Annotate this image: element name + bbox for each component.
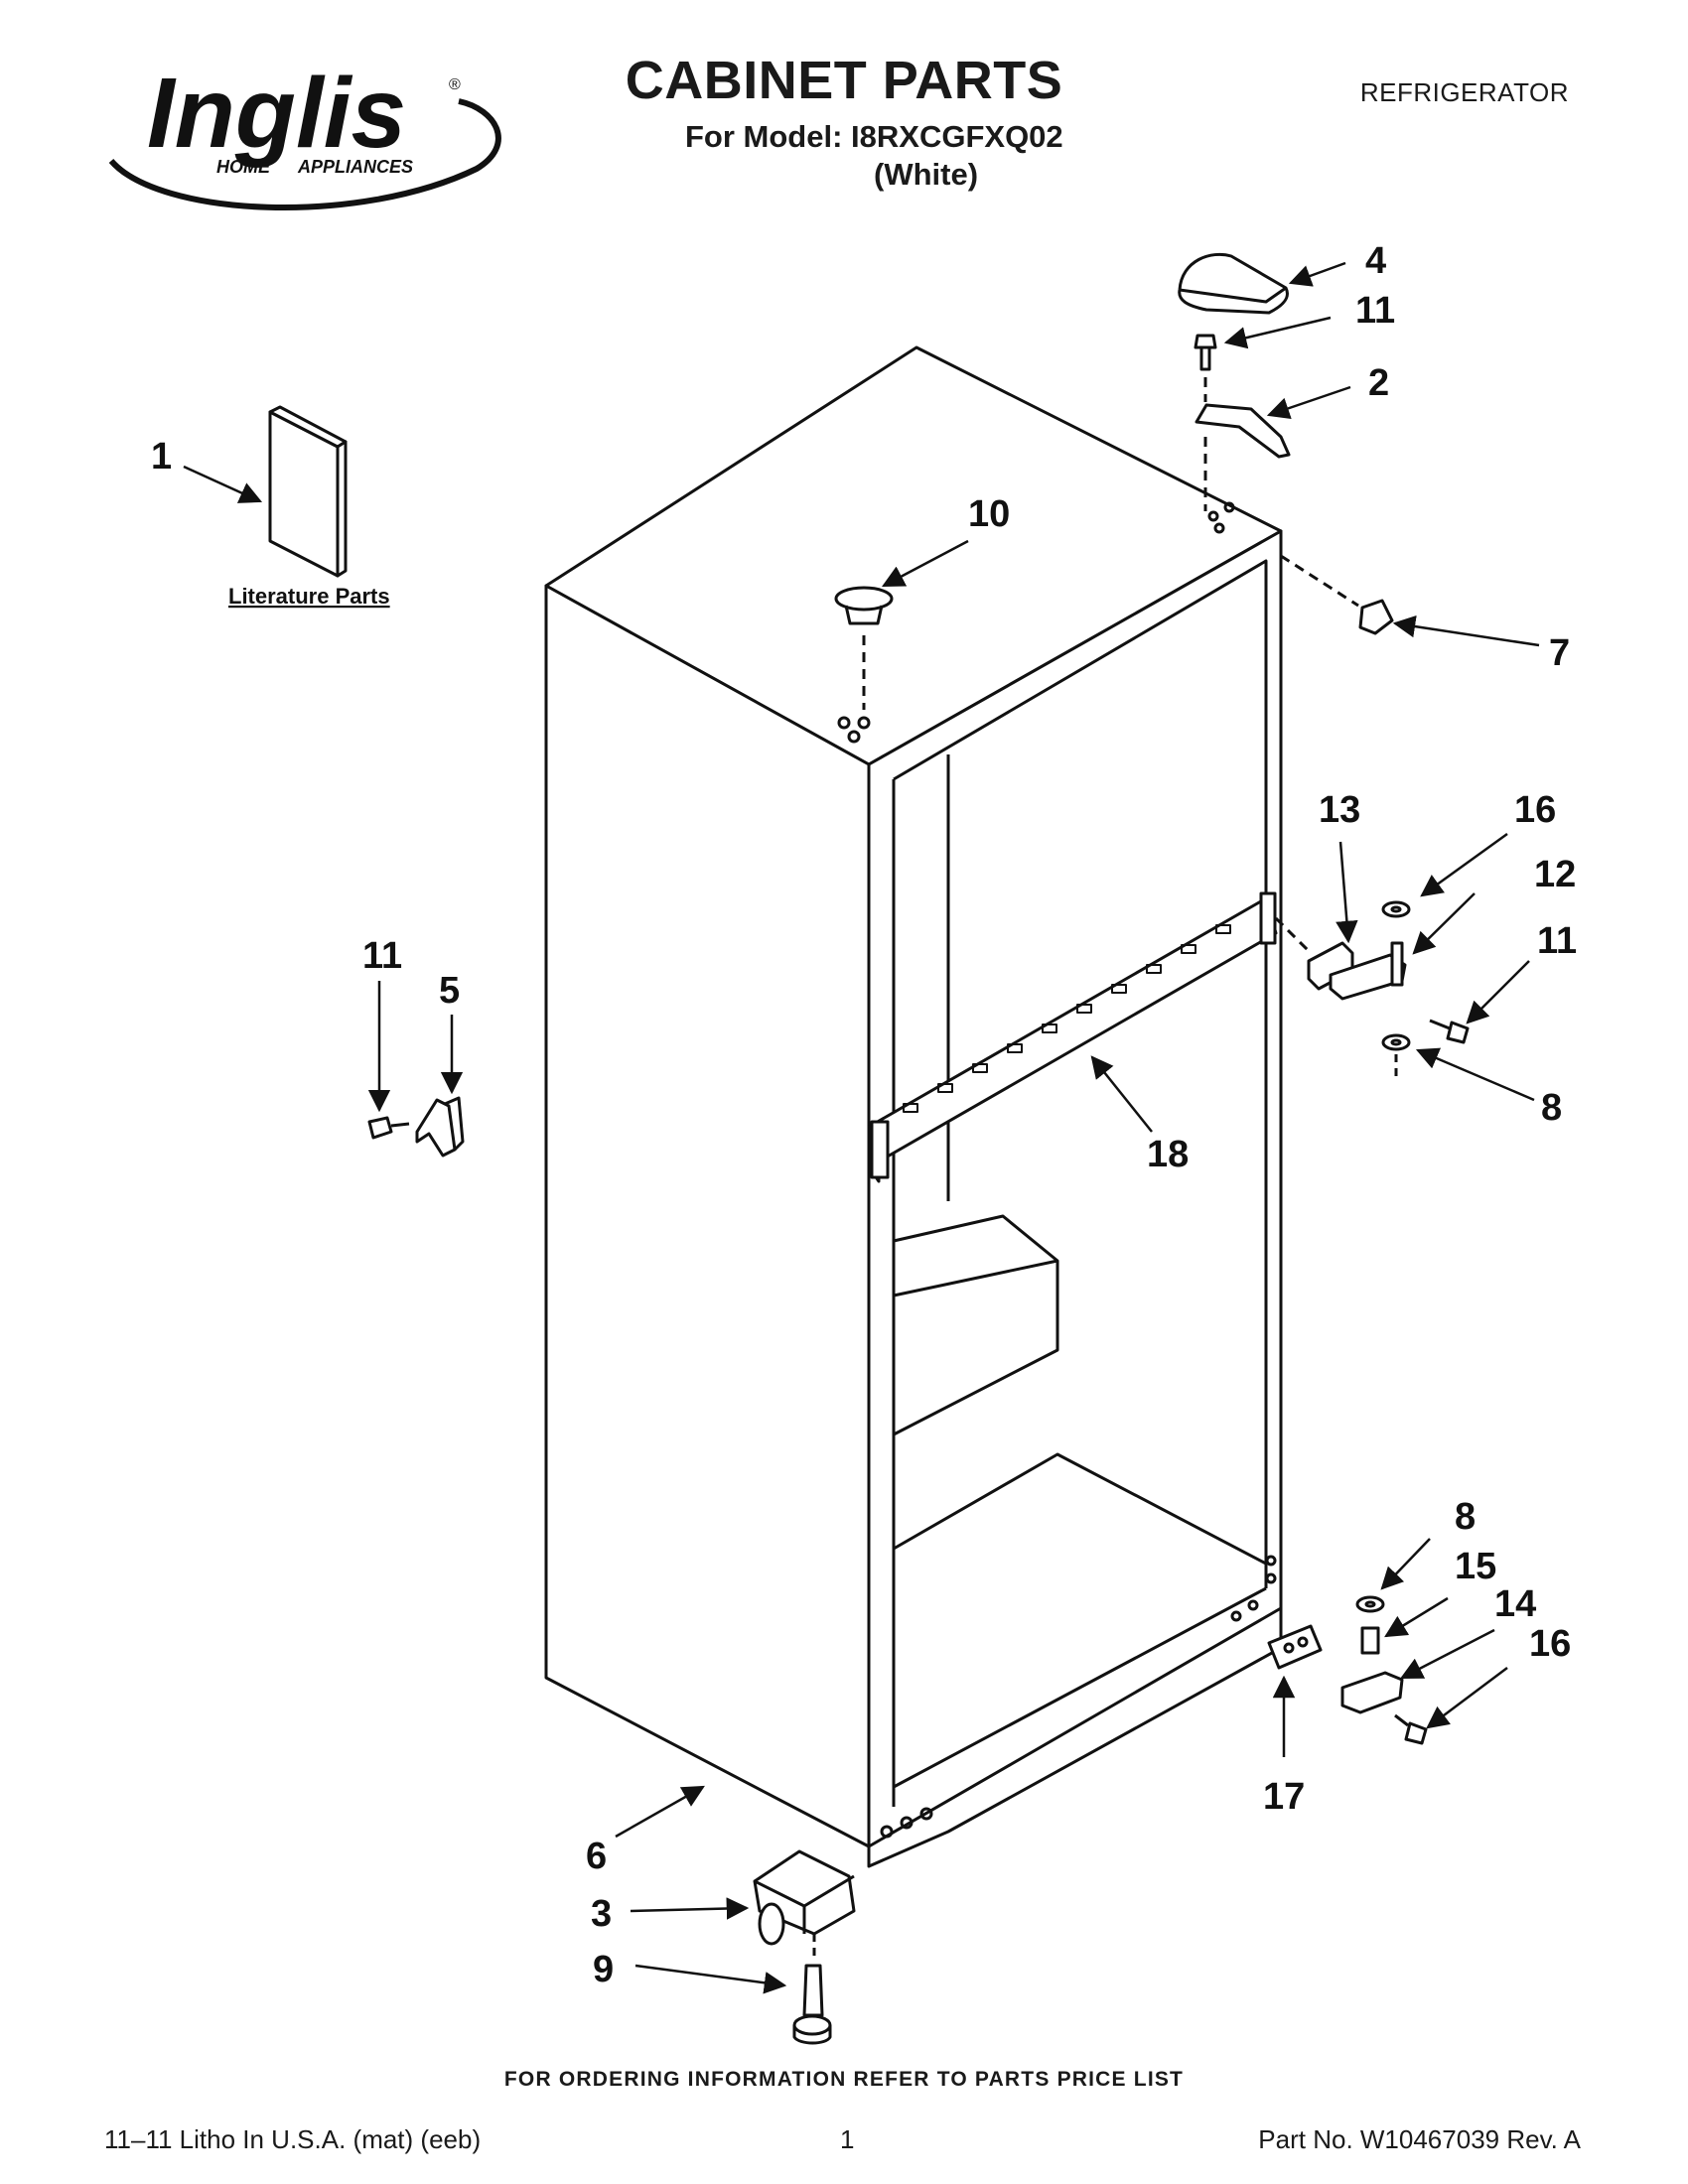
callout-15: 15 <box>1455 1546 1496 1587</box>
callout-16-lower: 16 <box>1529 1623 1571 1665</box>
logo-graphic: Inglis ® HOME APPLIANCES <box>108 58 501 210</box>
callout-2: 2 <box>1368 362 1389 404</box>
callout-4: 4 <box>1365 240 1386 282</box>
door-stop-part <box>1280 554 1394 635</box>
callout-1: 1 <box>151 436 172 478</box>
callout-8-lower: 8 <box>1455 1496 1476 1538</box>
callout-10: 10 <box>968 493 1010 535</box>
color-line: (White) <box>874 157 979 192</box>
page-title: CABINET PARTS <box>625 51 1063 110</box>
center-hinge-assembly <box>1274 900 1470 1077</box>
callout-16-upper: 16 <box>1514 789 1556 831</box>
ordering-note: FOR ORDERING INFORMATION REFER TO PARTS … <box>503 2068 1185 2091</box>
model-line: For Model: I8RXCGFXQ02 <box>685 119 1063 154</box>
page-number: 1 <box>840 2124 855 2154</box>
literature-parts-caption: Literature Parts <box>228 584 390 609</box>
literature-parts <box>268 405 348 578</box>
bottom-hinge-assembly <box>1267 1595 1428 1745</box>
callout-7: 7 <box>1549 632 1570 674</box>
callout-12: 12 <box>1534 854 1576 895</box>
callout-5: 5 <box>439 970 460 1012</box>
litho-info: 11–11 Litho In U.S.A. (mat) (eeb) <box>104 2124 482 2154</box>
callout-3: 3 <box>591 1893 612 1935</box>
callout-18: 18 <box>1147 1134 1189 1175</box>
callout-6: 6 <box>586 1836 607 1877</box>
part-number: Part No. W10467039 Rev. A <box>1258 2124 1581 2154</box>
divider-rail-part <box>867 891 1278 1183</box>
hinge-cover-part <box>1178 252 1289 315</box>
brand-tagline-home: HOME <box>216 157 271 177</box>
callout-14: 14 <box>1494 1583 1536 1625</box>
roller-and-leg-assembly <box>753 1849 856 2045</box>
cabinet-plug-part <box>834 586 894 710</box>
registered-mark: ® <box>449 76 461 93</box>
brand-tagline-appliances: APPLIANCES <box>297 157 413 177</box>
top-hinge-assembly <box>1194 334 1291 511</box>
callout-13: 13 <box>1319 789 1360 831</box>
callout-leaders <box>183 261 1540 1994</box>
callout-9: 9 <box>593 1949 614 1990</box>
callout-11-left: 11 <box>362 935 402 977</box>
callout-17: 17 <box>1263 1776 1305 1818</box>
callout-11-top: 11 <box>1355 290 1395 332</box>
anti-tip-bracket-assembly <box>367 1096 465 1158</box>
cabinet-body <box>544 345 1283 1868</box>
brand-wordmark: Inglis <box>147 58 406 169</box>
appliance-category: REFRIGERATOR <box>1359 77 1569 107</box>
callout-11-center: 11 <box>1537 920 1577 962</box>
inglis-logo: Inglis ® HOME APPLIANCES <box>99 50 516 218</box>
callout-8-upper: 8 <box>1541 1087 1562 1129</box>
